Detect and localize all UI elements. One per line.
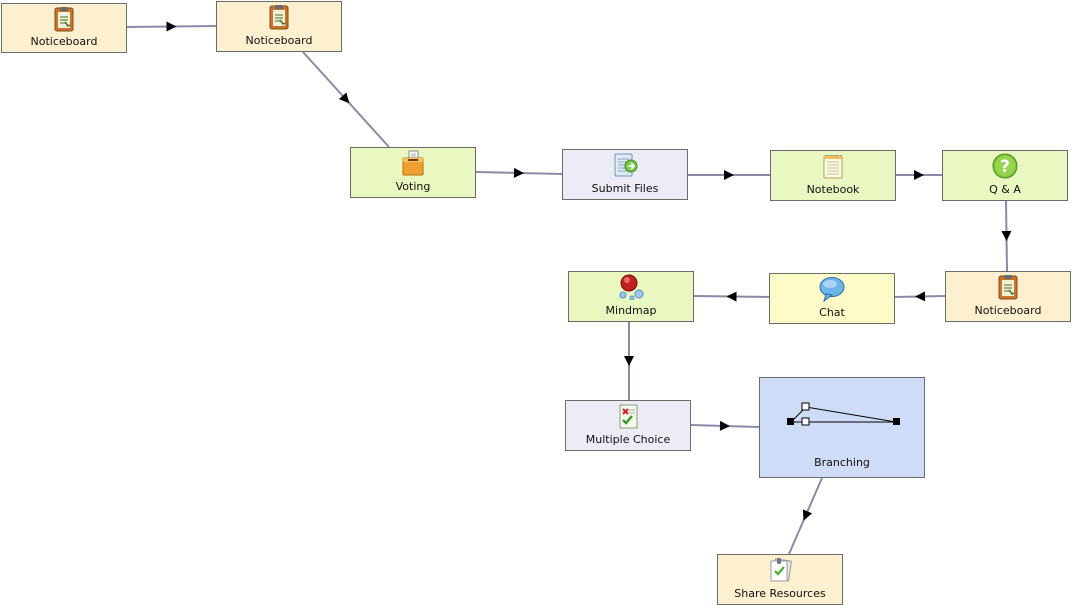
node-label: Voting <box>395 180 431 193</box>
node-label: Notebook <box>806 183 860 196</box>
activity-node-notebook[interactable]: Notebook <box>770 150 896 201</box>
node-label: Mindmap <box>605 304 657 317</box>
activity-node-multiple-choice[interactable]: Multiple Choice <box>565 400 691 451</box>
arrowhead-icon <box>719 420 730 431</box>
activity-node-share-resources[interactable]: Share Resources <box>717 554 843 605</box>
activity-node-chat[interactable]: Chat <box>769 273 895 324</box>
node-label: Chat <box>819 306 845 319</box>
node-label: Branching <box>814 456 870 469</box>
clipboard-icon <box>266 4 292 30</box>
activity-node-branching[interactable]: Branching <box>759 377 925 478</box>
arrowhead-icon <box>513 167 524 178</box>
activity-node-noticeboard[interactable]: Noticeboard <box>216 1 342 52</box>
node-label: Share Resources <box>734 587 826 600</box>
svg-text:?: ? <box>1000 157 1010 177</box>
arrowhead-icon <box>1001 230 1012 241</box>
node-label: Multiple Choice <box>585 433 671 446</box>
submit-files-icon <box>612 152 638 178</box>
arrowhead-icon <box>338 92 350 104</box>
arrowhead-icon <box>726 291 737 302</box>
activity-node-q-a[interactable]: ? Q & A <box>942 150 1068 201</box>
clipboard-icon <box>51 6 77 32</box>
node-label: Noticeboard <box>30 35 98 48</box>
activity-node-mindmap[interactable]: Mindmap <box>568 271 694 322</box>
node-label: Noticeboard <box>974 304 1042 317</box>
arrowhead-icon <box>915 291 926 302</box>
activity-node-voting[interactable]: Voting <box>350 147 476 198</box>
node-label: Noticeboard <box>245 34 313 47</box>
multiple-choice-icon <box>615 403 641 429</box>
question-icon: ? <box>992 153 1018 179</box>
speech-bubble-icon <box>819 276 845 302</box>
ballot-box-icon <box>400 150 426 176</box>
arrowhead-icon <box>914 170 924 180</box>
activity-node-submit-files[interactable]: Submit Files <box>562 149 688 200</box>
branching-icon <box>787 402 900 426</box>
node-label: Submit Files <box>591 182 659 195</box>
share-resources-icon <box>767 557 793 583</box>
arrowhead-icon <box>624 356 634 366</box>
notebook-icon <box>820 153 846 179</box>
node-label: Q & A <box>989 183 1021 196</box>
activity-node-noticeboard[interactable]: Noticeboard <box>1 3 127 53</box>
arrowhead-icon <box>802 509 813 521</box>
activity-node-noticeboard[interactable]: Noticeboard <box>945 271 1071 322</box>
arrowhead-icon <box>724 170 734 180</box>
mindmap-icon <box>618 274 644 300</box>
arrowhead-icon <box>166 21 177 32</box>
clipboard-icon <box>995 274 1021 300</box>
